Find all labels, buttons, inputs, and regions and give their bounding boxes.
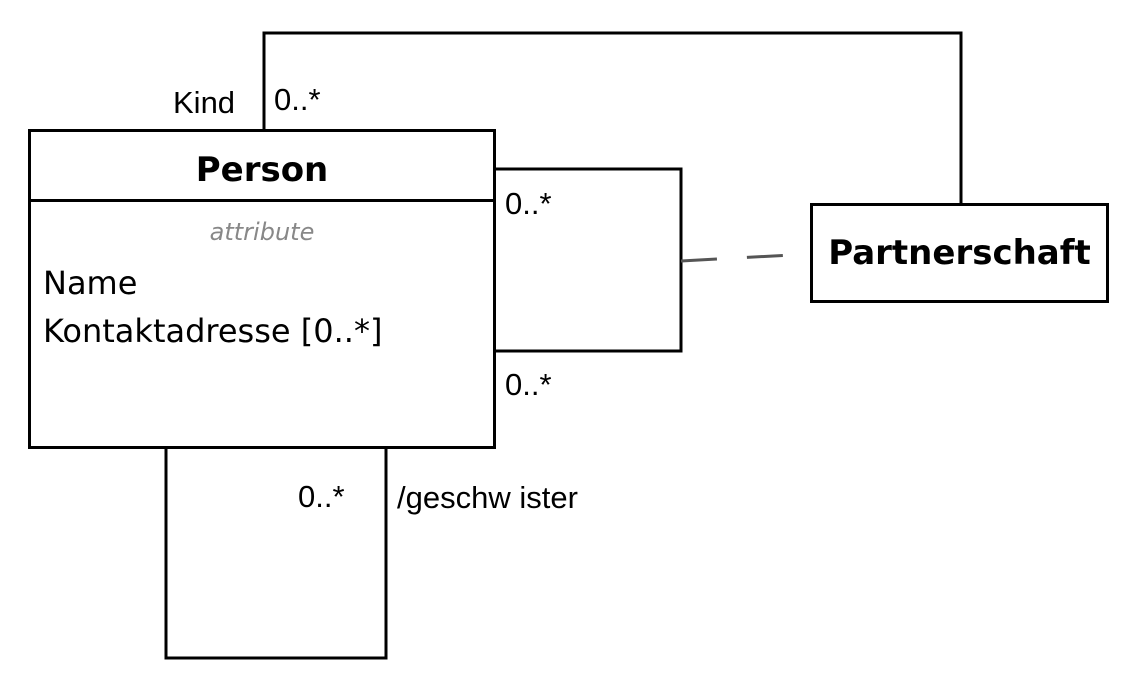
partnerschaft-class[interactable]: Partnerschaft <box>810 203 1109 303</box>
geschwister-multiplicity: 0..* <box>298 479 345 514</box>
person-class[interactable]: Person attribute Name Kontaktadresse [0.… <box>28 129 496 449</box>
kind-multiplicity: 0..* <box>274 82 321 117</box>
kind-association-line[interactable] <box>262 31 963 203</box>
attribute-name: Name <box>43 264 138 302</box>
geschwister-association-line[interactable] <box>164 449 388 660</box>
attribute-stereotype: attribute <box>209 218 315 246</box>
partnerschaft-class-name: Partnerschaft <box>828 233 1091 273</box>
partner-bottom-multiplicity: 0..* <box>505 367 552 402</box>
geschwister-role-label: /geschw ister <box>397 480 578 515</box>
partner-top-multiplicity: 0..* <box>505 186 552 221</box>
attribute-kontaktadresse: Kontaktadresse [0..*] <box>43 312 383 350</box>
kind-role-label: Kind <box>173 85 236 120</box>
person-class-name: Person <box>31 132 493 202</box>
association-class-link[interactable] <box>680 252 811 263</box>
